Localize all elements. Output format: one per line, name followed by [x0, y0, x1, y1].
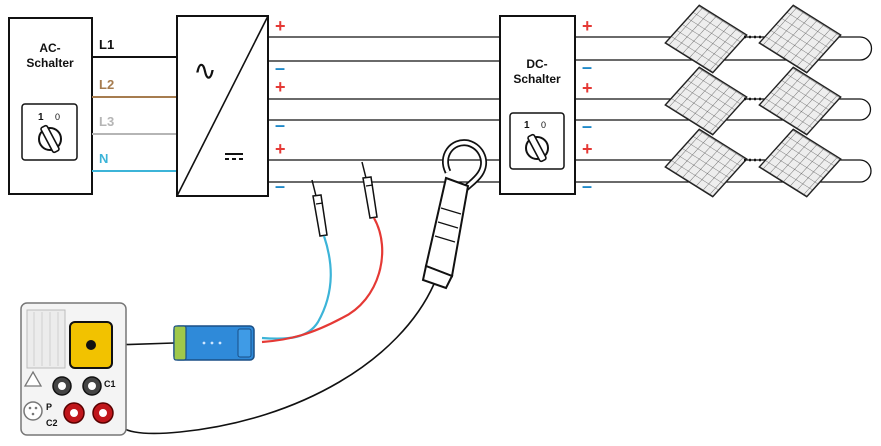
- measuring-instrument: C1 P C2: [20, 302, 127, 436]
- inverter: ∿: [176, 15, 269, 197]
- clamp-handle-end: [421, 264, 454, 290]
- adapter-endcap: [173, 325, 187, 361]
- solar-panel-icon: [664, 128, 748, 198]
- measurement-adapter: [111, 325, 255, 361]
- dc-switch-dial-label-off: 0: [541, 120, 546, 130]
- probe-cable-blue: [261, 235, 332, 340]
- port-label-c2: C2: [46, 418, 58, 428]
- solar-panels: [664, 4, 842, 198]
- dc-switch-title-line2: Schalter: [513, 72, 561, 86]
- plus-mark: +: [275, 139, 286, 159]
- minus-mark: –: [275, 58, 285, 78]
- adapter-led: [210, 341, 214, 345]
- dc-switch-dial-label-on: 1: [524, 120, 530, 131]
- ac-wires: L1 L2 L3 N: [92, 37, 177, 172]
- adapter-led: [202, 341, 206, 345]
- label-n: N: [99, 151, 108, 166]
- ac-switch: AC- Schalter 1 0: [8, 17, 93, 195]
- inverter-diagonal: [176, 15, 269, 197]
- adapter-led: [218, 341, 222, 345]
- probe-body: [362, 176, 378, 219]
- minus-mark: –: [582, 176, 592, 196]
- warning-icon: [23, 370, 43, 387]
- plus-mark: +: [582, 78, 593, 98]
- label-l2: L2: [99, 77, 114, 92]
- solar-panel-icon: [758, 4, 842, 74]
- ac-switch-dial-label-off: 0: [55, 112, 60, 122]
- string-2-loop: [859, 98, 872, 121]
- current-clamp: [111, 139, 487, 435]
- connector-icon: [23, 401, 43, 421]
- clamp-cable: [111, 283, 435, 435]
- polarity-marks-left: + – + – + –: [275, 16, 286, 196]
- ac-switch-title-line1: AC-: [39, 41, 60, 55]
- minus-mark: –: [582, 116, 592, 136]
- solar-panel-icon: [758, 128, 842, 198]
- solar-panel-icon: [664, 66, 748, 136]
- solar-panel-icon: [664, 4, 748, 74]
- clamp-input-hole: [86, 340, 96, 350]
- ac-switch-title-line2: Schalter: [26, 56, 74, 70]
- solar-panel-icon: [758, 66, 842, 136]
- plus-mark: +: [275, 16, 286, 36]
- probe-tip: [311, 179, 317, 197]
- dc-switch: DC- Schalter 1 0: [499, 15, 576, 195]
- probe-tip: [361, 161, 367, 179]
- clamp-body: [424, 176, 470, 278]
- ac-switch-dial-label-on: 1: [38, 112, 44, 123]
- instrument-display: [26, 309, 66, 369]
- plus-mark: +: [582, 16, 593, 36]
- minus-mark: –: [582, 57, 592, 77]
- label-l3: L3: [99, 114, 114, 129]
- ac-symbol-icon: ∿: [193, 54, 216, 87]
- string-3-loop: [859, 159, 872, 183]
- minus-mark: –: [275, 115, 285, 135]
- dc-lines-left: [268, 36, 500, 183]
- minus-mark: –: [275, 176, 285, 196]
- plus-mark: +: [275, 77, 286, 97]
- plus-mark: +: [582, 139, 593, 159]
- port-label-p: P: [46, 402, 52, 412]
- dc-switch-dial-knob: [527, 133, 547, 163]
- test-probe-blue: [261, 179, 332, 340]
- label-l1: L1: [99, 37, 114, 52]
- polarity-marks-right: + – + – + –: [582, 16, 593, 196]
- test-probe-red: [261, 161, 384, 344]
- probe-cable-red: [261, 217, 384, 344]
- string-1-loop: [859, 36, 873, 61]
- probe-body: [312, 194, 328, 237]
- ac-switch-dial-knob: [40, 124, 60, 154]
- dc-switch-title-line1: DC-: [526, 57, 547, 71]
- port-label-c1: C1: [104, 379, 116, 389]
